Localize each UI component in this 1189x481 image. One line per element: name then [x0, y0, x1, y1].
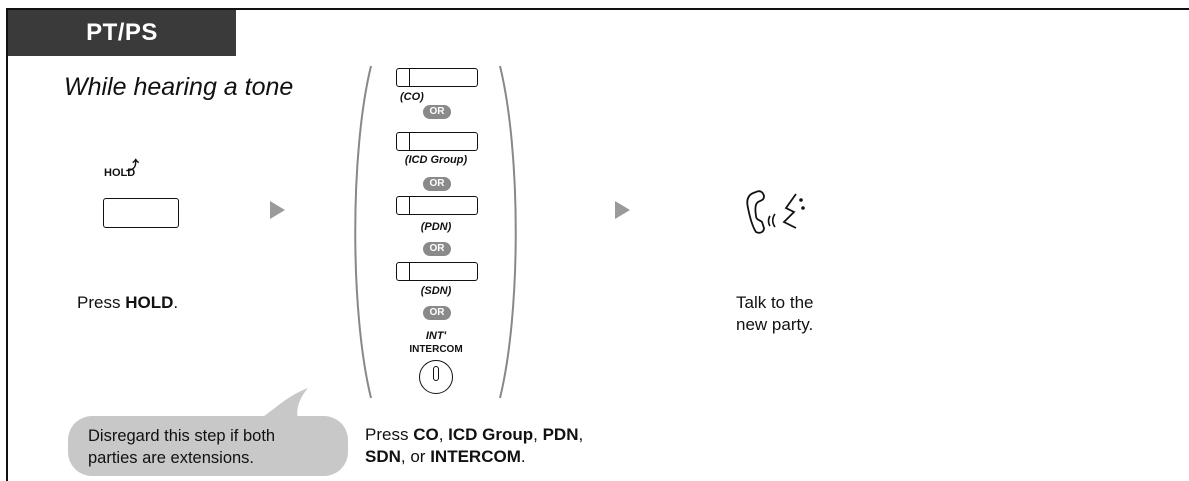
- or-badge: OR: [423, 105, 451, 119]
- frame-left-border: [6, 8, 8, 481]
- frame-top-border: [6, 8, 1189, 10]
- device-tab: PT/PS: [8, 10, 236, 56]
- hold-button[interactable]: [103, 198, 179, 228]
- left-bracket: [354, 65, 372, 399]
- co-button[interactable]: [396, 68, 478, 87]
- step1-caption: Press HOLD.: [77, 293, 179, 312]
- note-bubble: [68, 416, 348, 476]
- pdn-button[interactable]: [396, 196, 478, 215]
- talk-handset-icon: [746, 190, 805, 234]
- or-badge: OR: [423, 306, 451, 320]
- step-condition: While hearing a tone: [64, 73, 294, 101]
- or-badge: OR: [423, 177, 451, 191]
- sdn-label: (SDN): [420, 285, 452, 297]
- intercom-button[interactable]: [419, 360, 453, 394]
- intercom-short-label: INT': [425, 330, 447, 342]
- right-bracket: [499, 65, 517, 399]
- icd-group-button[interactable]: [396, 132, 478, 151]
- pdn-label: (PDN): [420, 221, 452, 233]
- step2-caption: Press CO, ICD Group, PDN, SDN, or INTERC…: [365, 425, 584, 466]
- icd-group-label: (ICD Group): [404, 154, 468, 166]
- hold-key-label: ⤴ HOLD: [104, 158, 139, 179]
- hold-arrow-icon: ⤴: [126, 158, 140, 173]
- sdn-button[interactable]: [396, 262, 478, 281]
- next-arrow-icon: [615, 201, 630, 219]
- note-bubble-tail: [258, 388, 308, 420]
- or-badge: OR: [423, 242, 451, 256]
- co-label: (CO): [400, 91, 424, 103]
- intercom-label: INTERCOM: [409, 344, 463, 355]
- next-arrow-icon: [270, 201, 285, 219]
